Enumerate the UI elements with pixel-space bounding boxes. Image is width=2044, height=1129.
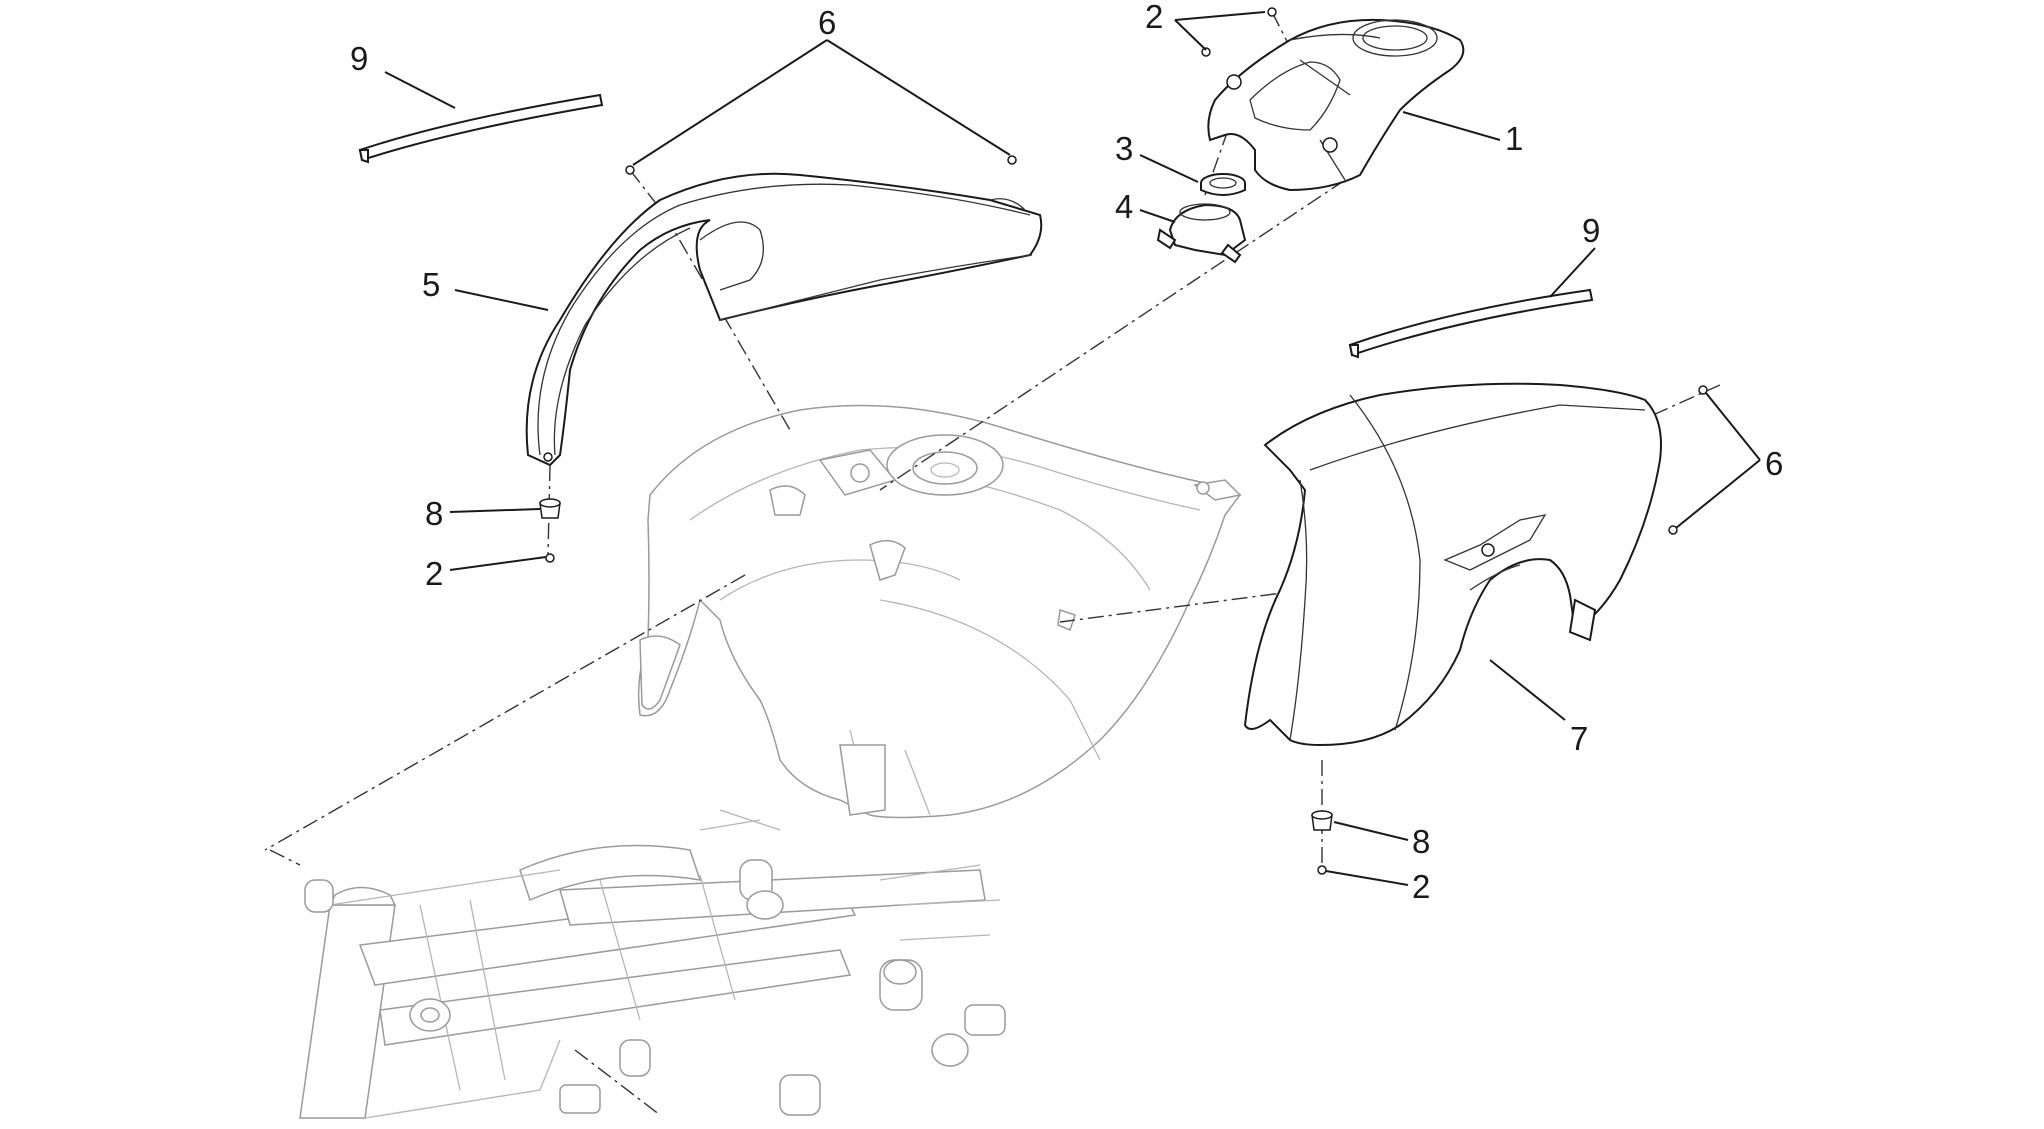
part-4-cap-holder (1156, 203, 1247, 264)
callout-2-left: 2 (425, 555, 443, 592)
callout-5: 5 (422, 266, 440, 303)
callout-6-right: 6 (1765, 445, 1783, 482)
part-9-strips (358, 93, 1594, 359)
callouts: 1 2 3 4 5 6 6 7 8 8 2 2 9 9 (350, 0, 1783, 905)
assembly-axes (264, 11, 1721, 1116)
callout-2-right: 2 (1412, 868, 1430, 905)
callout-9-left: 9 (350, 40, 368, 77)
frame-ghost (299, 809, 1006, 1119)
part-7-side-panel (1243, 382, 1662, 747)
callout-8-right: 8 (1412, 823, 1430, 860)
callout-3: 3 (1115, 130, 1133, 167)
part-1-top-panel (1207, 18, 1465, 192)
callout-7: 7 (1570, 720, 1588, 757)
part-3-seal-ring (1200, 173, 1246, 196)
callout-8-left: 8 (425, 495, 443, 532)
callout-6-top: 6 (818, 4, 836, 41)
callout-9-right: 9 (1582, 212, 1600, 249)
fuel-tank-ghost (637, 404, 1242, 819)
callout-1: 1 (1505, 120, 1523, 157)
callout-2-top: 2 (1145, 0, 1163, 35)
leader-lines (384, 11, 1761, 886)
callout-4: 4 (1115, 188, 1133, 225)
part-5-front-cover (525, 172, 1043, 467)
fasteners (539, 7, 1708, 875)
